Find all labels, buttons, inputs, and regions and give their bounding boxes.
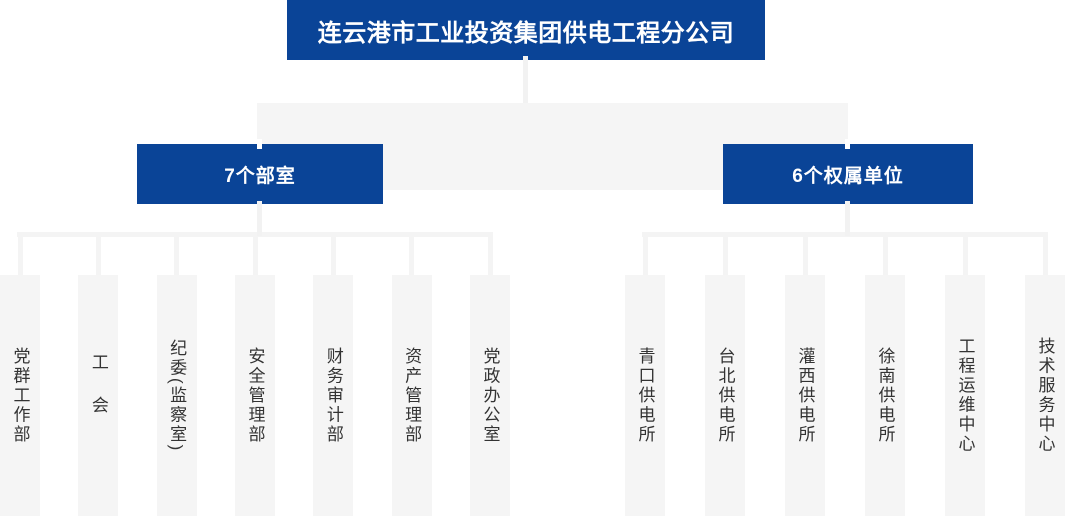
department-label: 纪委(监察室) (167, 338, 187, 453)
group-box-departments-label: 7个部室 (224, 165, 296, 187)
subsidiary-column: 徐南供电所 (865, 275, 905, 516)
subsidiary-column: 技术服务中心 (1025, 275, 1065, 516)
department-column: 工会 (78, 275, 119, 516)
subsidiary-label: 青口供电所 (635, 346, 655, 445)
department-label: 财务审计部 (323, 346, 343, 445)
subsidiary-label: 徐南供电所 (875, 346, 895, 445)
connector-drop (17, 232, 23, 275)
group-box-departments: 7个部室 (137, 144, 383, 204)
root-box: 连云港市工业投资集团供电工程分公司 (287, 0, 765, 60)
department-column: 党政办公室 (469, 275, 510, 516)
department-column: 资产管理部 (391, 275, 432, 516)
departments-column-group: 党群工作部 工会 纪委(监察室) 安全管理部 财务审计部 资产管理部 党政办公室 (0, 275, 510, 516)
subsidiary-column: 灌西供电所 (785, 275, 825, 516)
connector-drop (802, 232, 808, 275)
connector-tick-right (845, 139, 850, 149)
subsidiary-column: 工程运维中心 (945, 275, 985, 516)
subsidiary-label: 技术服务中心 (1035, 337, 1055, 454)
department-label: 党群工作部 (10, 346, 30, 445)
department-label: 工会 (88, 352, 108, 439)
connector-drop (252, 232, 258, 275)
connector-tick-left (257, 139, 262, 149)
connector-right-horizontal (642, 232, 1046, 237)
connector-right-box-drop (845, 201, 850, 236)
department-label: 资产管理部 (402, 346, 422, 445)
subsidiary-label: 灌西供电所 (795, 346, 815, 445)
connector-drop (962, 232, 968, 275)
connector-left-box-drop (257, 201, 262, 236)
department-label: 党政办公室 (480, 346, 500, 445)
connector-drop (1042, 232, 1048, 275)
department-column: 财务审计部 (313, 275, 354, 516)
connector-drop (882, 232, 888, 275)
connector-drop (487, 232, 493, 275)
connector-drop (409, 232, 415, 275)
department-label: 安全管理部 (245, 346, 265, 445)
connector-root-drop (523, 56, 528, 103)
subsidiary-label: 台北供电所 (715, 346, 735, 445)
subsidiary-column: 青口供电所 (625, 275, 665, 516)
connector-drop (95, 232, 101, 275)
subsidiaries-column-group: 青口供电所 台北供电所 灌西供电所 徐南供电所 工程运维中心 技术服务中心 (625, 275, 1065, 516)
group-box-subsidiaries: 6个权属单位 (723, 144, 973, 204)
department-column: 纪委(监察室) (156, 275, 197, 516)
department-column: 安全管理部 (234, 275, 275, 516)
connector-drop (330, 232, 336, 275)
connector-drop (174, 232, 180, 275)
root-box-label: 连云港市工业投资集团供电工程分公司 (317, 19, 735, 47)
connector-drop (722, 232, 728, 275)
subsidiary-label: 工程运维中心 (955, 337, 975, 454)
group-box-subsidiaries-label: 6个权属单位 (792, 165, 904, 187)
connector-drop (642, 232, 648, 275)
subsidiary-column: 台北供电所 (705, 275, 745, 516)
department-column: 党群工作部 (0, 275, 40, 516)
